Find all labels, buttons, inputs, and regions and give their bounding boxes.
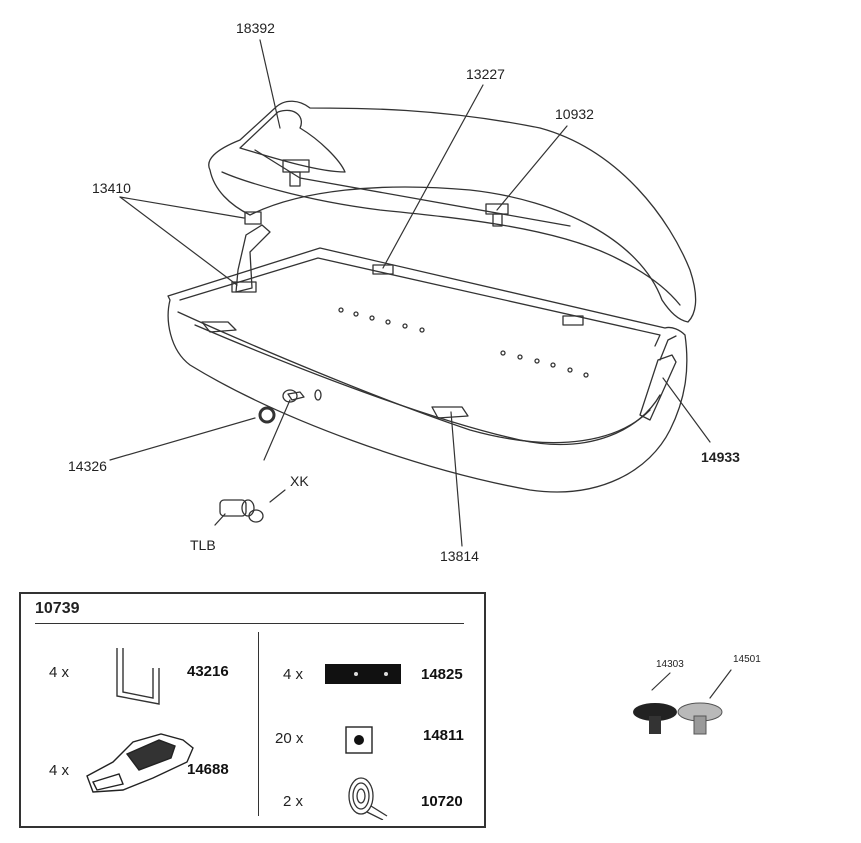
callout-14501: 14501 bbox=[733, 654, 761, 665]
kit-item-qty: 4 x bbox=[49, 762, 70, 779]
callout-14303: 14303 bbox=[656, 659, 684, 670]
kit-item-part: 43216 bbox=[187, 663, 229, 680]
callout-14933: 14933 bbox=[701, 449, 740, 465]
kit-item-qty: 4 x bbox=[283, 666, 304, 683]
clamp-icon bbox=[86, 733, 194, 793]
kit-column-divider bbox=[258, 632, 259, 816]
u-bolt-icon bbox=[116, 648, 160, 705]
sticker-icon bbox=[345, 726, 373, 754]
kit-item-qty: 20 x bbox=[275, 730, 304, 747]
kit-item-part: 10720 bbox=[421, 793, 463, 810]
callout-xk: XK bbox=[290, 473, 309, 489]
callout-tlb: TLB bbox=[190, 537, 216, 553]
leader-lines bbox=[109, 39, 732, 699]
washer-part bbox=[258, 406, 276, 424]
kit-divider-line bbox=[35, 623, 464, 624]
lock-cylinder-part bbox=[214, 499, 264, 526]
kit-item-qty: 2 x bbox=[283, 793, 304, 810]
fitting-kit-box: 10739 4 x 43216 4 x 14688 4 x 14825 20 x… bbox=[19, 592, 486, 828]
base-part bbox=[167, 211, 688, 493]
kit-item-part: 14688 bbox=[187, 761, 229, 778]
callout-13410: 13410 bbox=[92, 180, 131, 196]
callout-13227: 13227 bbox=[466, 66, 505, 82]
kit-item-part: 14825 bbox=[421, 666, 463, 683]
pad-icon bbox=[325, 664, 401, 684]
callout-18392: 18392 bbox=[236, 20, 275, 36]
small-fastener-parts bbox=[633, 702, 723, 735]
callout-10932: 10932 bbox=[555, 106, 594, 122]
kit-item-qty: 4 x bbox=[49, 664, 70, 681]
callout-14326: 14326 bbox=[68, 458, 107, 474]
tape-roll-icon bbox=[348, 777, 388, 820]
lid-part bbox=[208, 100, 697, 323]
kit-item-part: 14811 bbox=[423, 727, 464, 744]
callout-13814: 13814 bbox=[440, 548, 479, 564]
kit-title: 10739 bbox=[35, 600, 80, 617]
